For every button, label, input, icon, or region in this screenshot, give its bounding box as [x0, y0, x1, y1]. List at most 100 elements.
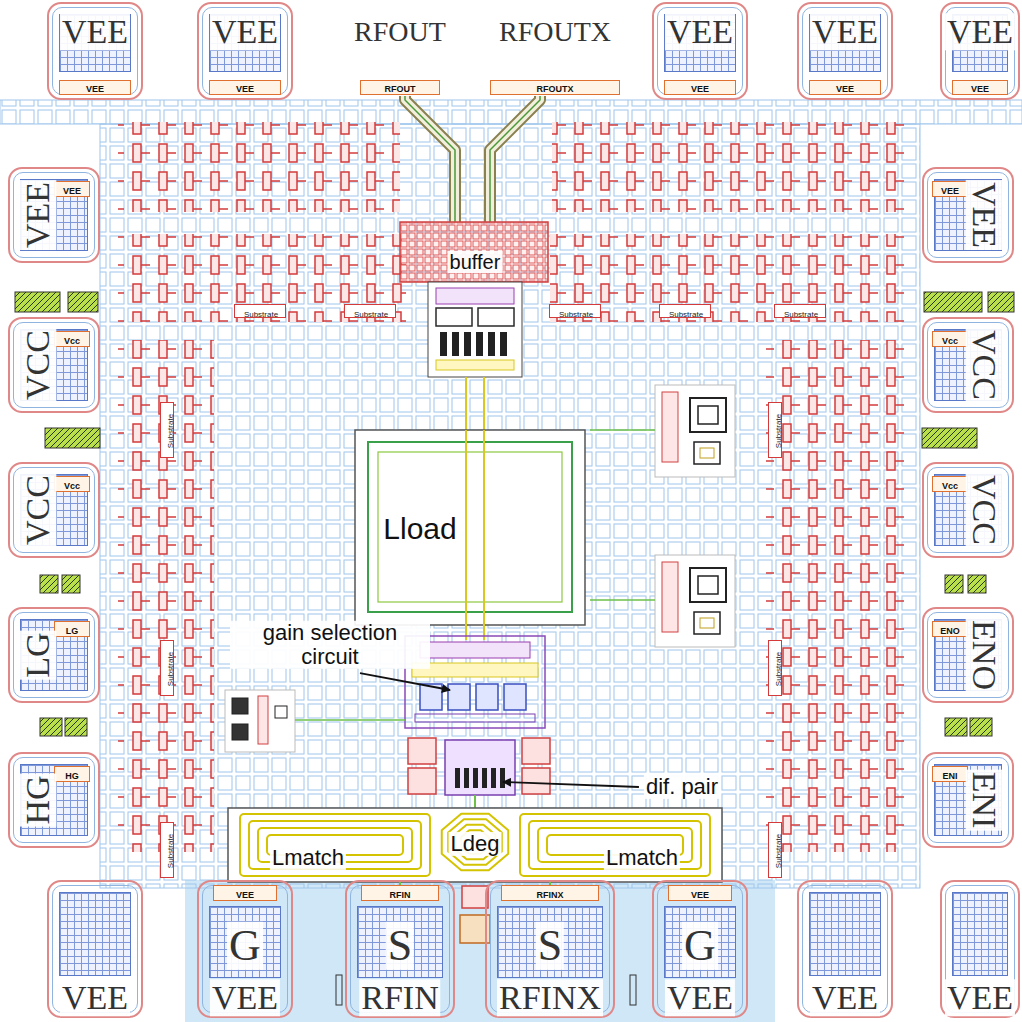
- text-holder: Vcc: [62, 330, 82, 348]
- text-holder: Substrate: [667, 303, 705, 321]
- text-holder: RFINX: [535, 884, 566, 902]
- finger: [455, 768, 460, 788]
- bond-pad: VEEGVEE: [652, 880, 748, 1018]
- decap-cell: [40, 718, 62, 736]
- finger: [476, 332, 483, 356]
- text-holder: HG: [19, 773, 56, 826]
- pin-label: VEE: [689, 891, 711, 901]
- pad-name: G: [227, 922, 263, 970]
- resistor: [662, 562, 678, 632]
- substrate-label: Substrate: [242, 311, 280, 320]
- substrate-contact: Substrate: [549, 304, 601, 318]
- metal-trace: [465, 377, 467, 430]
- leader-arrow: [360, 673, 450, 690]
- text-holder: VEE: [19, 180, 56, 250]
- pad-name: G: [682, 922, 718, 970]
- pin-label: RFINX: [535, 891, 566, 901]
- metal-trace: [474, 795, 476, 808]
- pin-label: HG: [63, 772, 81, 782]
- text-holder: gain selection circuit: [230, 621, 430, 669]
- bond-pad: ENIENI: [922, 752, 1014, 848]
- capacitor: [690, 568, 726, 602]
- pad-name: ENO: [965, 618, 1002, 692]
- transistor: [232, 724, 248, 740]
- substrate-contact: Substrate: [160, 402, 174, 458]
- resistor: [258, 696, 268, 744]
- bond-pad: VEEGVEE: [197, 880, 293, 1018]
- substrate-label: Substrate: [775, 832, 784, 870]
- text-holder: G: [227, 922, 263, 970]
- transistor: [436, 308, 472, 326]
- diff-pair: [445, 740, 515, 795]
- substrate-contact: Substrate: [768, 402, 782, 458]
- finger: [500, 332, 507, 356]
- finger: [452, 332, 459, 356]
- substrate-contact: Substrate: [234, 304, 286, 318]
- decap-cell: [988, 292, 1014, 312]
- bond-pad: VEEVEE: [8, 167, 100, 263]
- inductor-label: Lmatch: [604, 846, 680, 870]
- pad-name: VEE: [965, 180, 1002, 250]
- finger: [500, 768, 505, 788]
- metal-trace: [483, 377, 485, 430]
- text-holder: LG: [19, 630, 56, 679]
- pad-metal: [59, 892, 131, 976]
- bias-block: [655, 385, 735, 477]
- pad-name: VEE: [945, 979, 1015, 1016]
- capacitor: [698, 576, 718, 594]
- text-holder: Lload: [381, 511, 458, 544]
- bond-pad: RFINXSRFINX: [485, 880, 615, 1018]
- pad-name: HG: [19, 773, 56, 826]
- text-holder: RFOUT: [352, 17, 448, 48]
- decap-array: [118, 234, 406, 322]
- pad-name: VEE: [60, 13, 130, 50]
- decap-array: [118, 122, 400, 212]
- buffer-guard: [400, 222, 548, 282]
- text-holder: Lmatch: [270, 846, 346, 870]
- inductor-label: Lmatch: [270, 846, 346, 870]
- inductor-label: Lload: [381, 511, 458, 544]
- text-holder: RFIN: [388, 884, 413, 902]
- transistor: [232, 698, 248, 714]
- pad-metal: [809, 892, 881, 976]
- text-holder: VEE: [234, 78, 256, 96]
- pin-label: VEE: [939, 187, 961, 197]
- pin-label: Vcc: [62, 337, 82, 347]
- text-holder: VEE: [84, 78, 106, 96]
- metal-trace: [590, 599, 655, 601]
- rf-track: [490, 96, 540, 222]
- text-holder: ENI: [965, 770, 1002, 831]
- bond-pad: RFOUTXRFOUTX: [470, 2, 640, 100]
- matching-area: [228, 808, 722, 882]
- pin-label: Vcc: [940, 482, 960, 492]
- text-holder: buffer: [448, 251, 503, 273]
- text-holder: VCC: [19, 473, 56, 547]
- capacitor: [694, 442, 720, 464]
- marker-bar: [630, 975, 636, 1005]
- bond-pad: RFOUTRFOUT: [340, 2, 460, 100]
- substrate-label: Substrate: [167, 650, 176, 688]
- text-holder: Substrate: [557, 303, 595, 321]
- rf-track: [490, 96, 540, 222]
- inductor-spiral: [448, 819, 502, 865]
- pin-label: VEE: [834, 85, 856, 95]
- pad-name: RFOUTX: [497, 17, 613, 48]
- finger: [440, 332, 447, 356]
- substrate-contact: Substrate: [774, 304, 826, 318]
- text-holder: VEE: [810, 13, 880, 50]
- inductor-winding: [368, 442, 572, 612]
- text-holder: VCC: [965, 328, 1002, 402]
- bond-pad: VEE: [47, 880, 143, 1018]
- text-holder: Substrate: [242, 303, 280, 321]
- pad-name: VEE: [945, 13, 1015, 50]
- finger: [464, 332, 471, 356]
- guard-ring: [408, 768, 436, 794]
- pin-label: VEE: [84, 85, 106, 95]
- inductor-spiral: [240, 814, 430, 876]
- text-holder: LG: [64, 620, 81, 638]
- matching-network: Lmatch LdegLmatch: [228, 808, 722, 882]
- inductor-label: Ldeg: [449, 832, 502, 856]
- decap-cell: [68, 292, 98, 312]
- text-holder: VEE: [834, 78, 856, 96]
